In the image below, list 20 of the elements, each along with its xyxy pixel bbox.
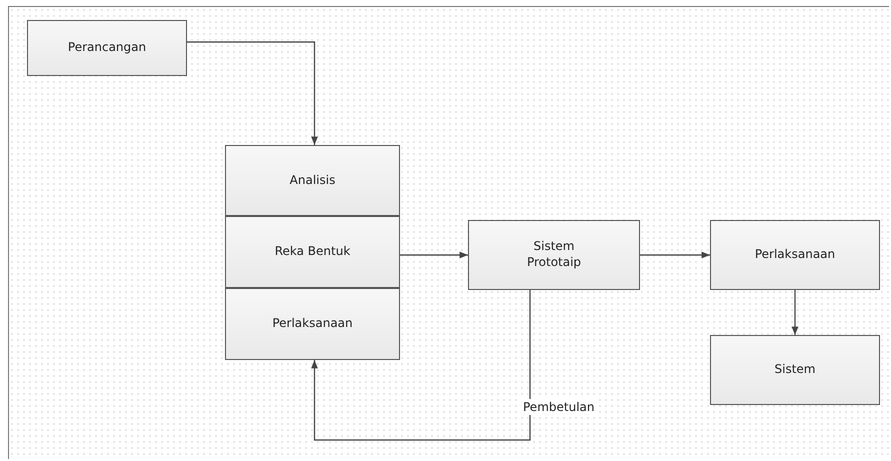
process-box	[225, 216, 400, 288]
box-label: Analisis	[290, 172, 336, 188]
box-label: Reka Bentuk	[274, 244, 350, 260]
process-box	[27, 20, 187, 76]
box-label: Perlaksanaan	[272, 316, 353, 332]
arrow	[187, 41, 318, 145]
process-box	[710, 220, 880, 290]
process-box	[225, 288, 400, 360]
process-box	[225, 145, 400, 216]
box-label: Perlaksanaan	[754, 247, 836, 263]
arrow	[400, 252, 468, 258]
edge-label: Pembetulan	[520, 399, 598, 415]
box-label: Sistem Prototaip	[526, 239, 582, 271]
process-box	[468, 220, 640, 290]
arrow	[792, 290, 798, 335]
process-box	[710, 335, 880, 405]
arrow	[640, 252, 710, 258]
box-label: Perancangan	[68, 40, 146, 56]
arrow	[311, 290, 531, 441]
box-label: Sistem	[774, 362, 816, 378]
